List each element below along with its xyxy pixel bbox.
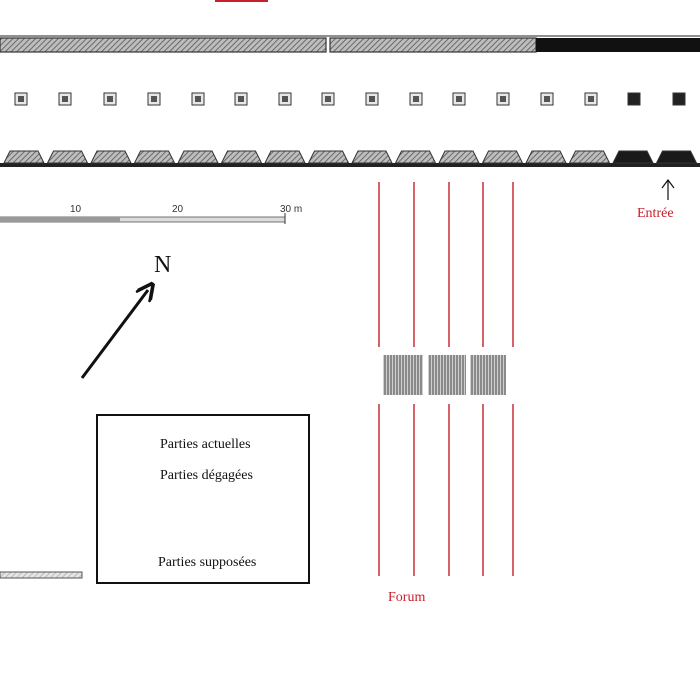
legend-label-supposed: Parties supposées <box>158 555 257 570</box>
scale-tick-20: 20 <box>172 204 184 215</box>
forum-label: Forum <box>388 590 426 605</box>
forum-lines <box>378 182 514 576</box>
south-colonnade <box>0 150 700 167</box>
column-base <box>147 92 161 106</box>
column-base <box>584 92 598 106</box>
colonnade-arch <box>481 150 524 164</box>
colonnade-arch <box>307 150 350 164</box>
north-label: N <box>154 252 172 278</box>
colonnade-arch <box>394 150 437 164</box>
supposed-block <box>383 355 506 395</box>
colonnade-arch <box>90 150 132 164</box>
column-base <box>496 92 510 106</box>
scale-bar <box>0 213 286 224</box>
colonnade-arch <box>133 150 176 164</box>
legend <box>96 414 310 584</box>
colonnade-arch <box>612 150 654 164</box>
colonnade-arch <box>568 150 611 164</box>
column-base <box>191 92 205 106</box>
legend-label-cleared: Parties dégagées <box>160 468 253 483</box>
colonnade-arch <box>264 150 306 164</box>
north-arrow <box>80 290 148 379</box>
column-base <box>452 92 466 106</box>
colonnade-arch <box>655 150 698 164</box>
column-base <box>540 92 554 106</box>
column-base <box>321 92 335 106</box>
column-base <box>278 92 292 106</box>
column-base <box>234 92 248 106</box>
entrance-arrow <box>661 179 675 200</box>
colonnade-arch <box>438 150 480 164</box>
colonnade-arch <box>525 150 567 164</box>
colonnade-arch <box>46 150 89 164</box>
column-base <box>103 92 117 106</box>
colonnade-arch <box>351 150 393 164</box>
colonnade-arch <box>220 150 263 164</box>
column-base <box>58 92 72 106</box>
scale-tick-30: 30 m <box>280 204 303 215</box>
column-base <box>365 92 379 106</box>
colonnade-arch <box>177 150 219 164</box>
entrance-label: Entrée <box>637 206 674 221</box>
scale-tick-10: 10 <box>70 204 82 215</box>
column-row <box>14 92 686 106</box>
column-base <box>672 92 686 106</box>
colonnade-arch <box>3 150 45 164</box>
wall-fragment <box>0 571 83 579</box>
legend-label-actual: Parties actuelles <box>160 437 251 452</box>
column-base <box>409 92 423 106</box>
column-base <box>14 92 28 106</box>
north-wall <box>0 35 700 53</box>
column-base <box>627 92 641 106</box>
